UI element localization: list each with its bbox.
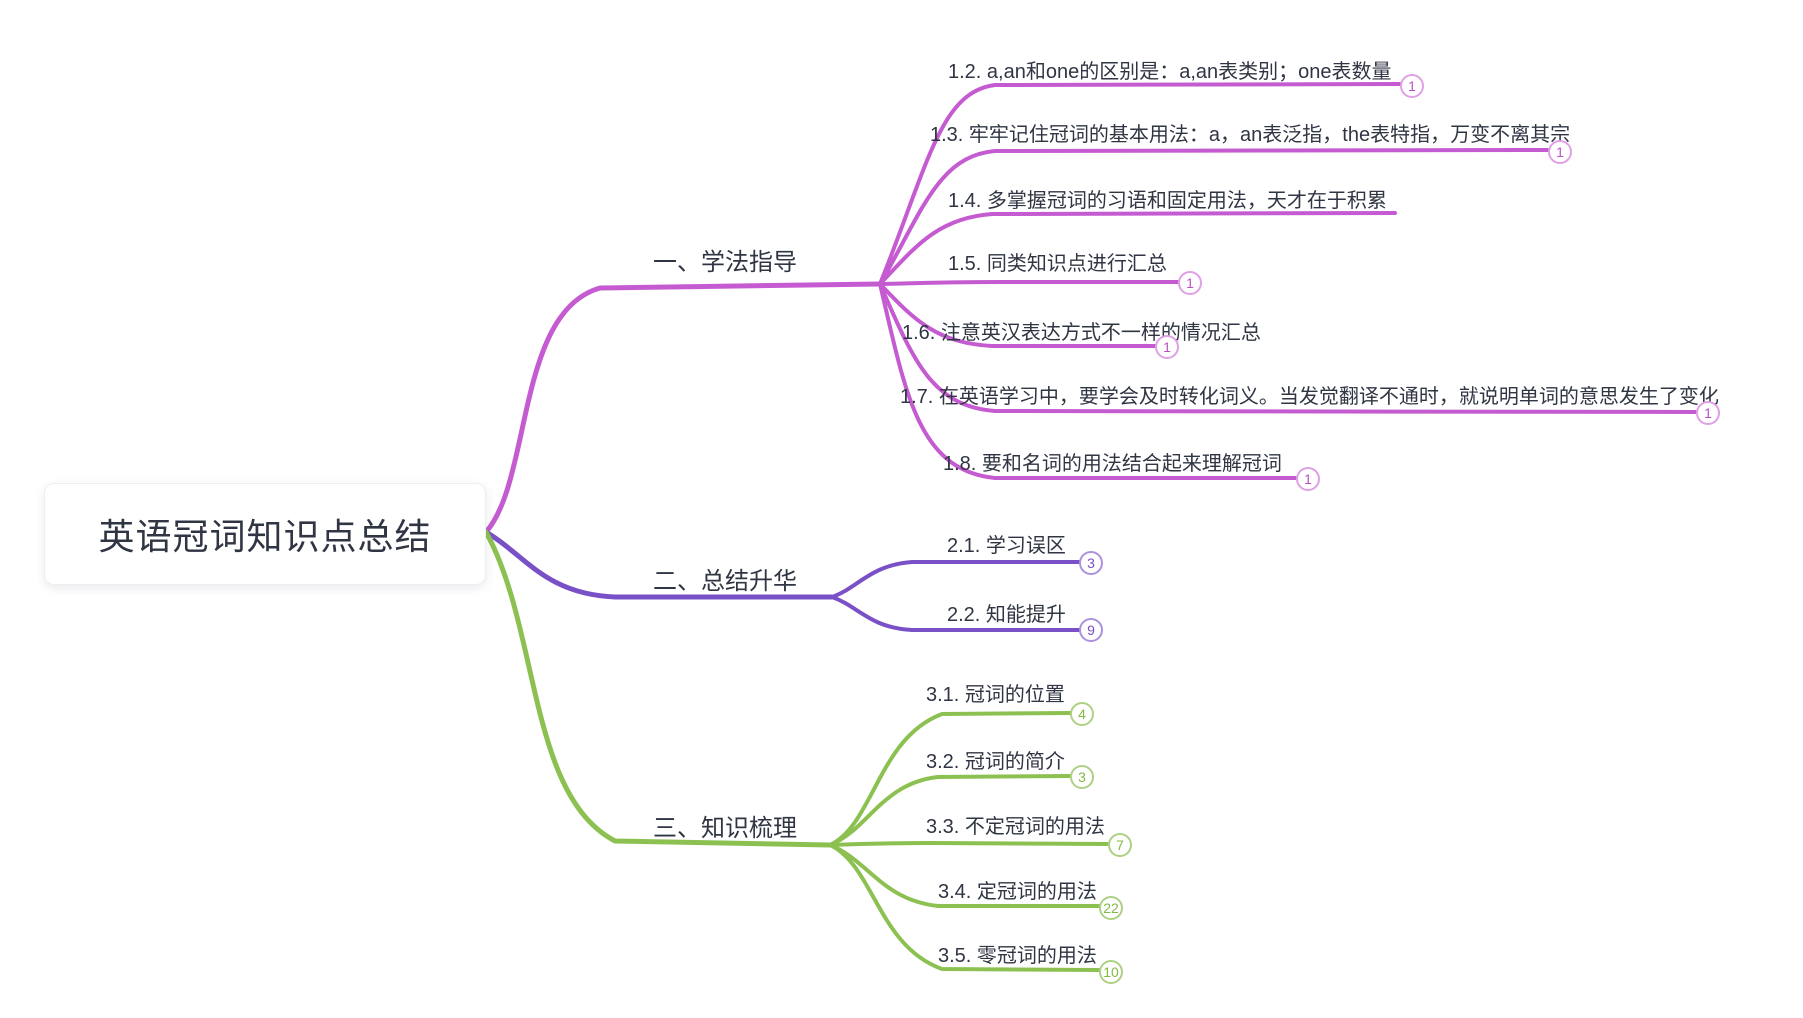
connector-item-1-3	[878, 148, 1550, 286]
connector-item-1-6	[878, 282, 1157, 348]
connector-item-1-5	[878, 280, 1180, 286]
topic-2-2[interactable]: 2.2. 知能提升	[947, 604, 1066, 626]
connector-item-3-1	[828, 711, 1072, 847]
count-badge-1-6[interactable]: 1	[1155, 335, 1179, 359]
topic-1-2[interactable]: 1.2. a,an和one的区别是：a,an表类别；one表数量	[948, 61, 1392, 83]
count-badge-1-7[interactable]: 1	[1696, 401, 1720, 425]
count-badge-3-4[interactable]: 22	[1099, 896, 1123, 920]
count-badge-3-3[interactable]: 7	[1108, 833, 1132, 857]
count-badge-1-8[interactable]: 1	[1296, 467, 1320, 491]
connector-item-3-5	[828, 843, 1101, 972]
topic-1-7[interactable]: 1.7. 在英语学习中，要学会及时转化词义。当发觉翻译不通时，就说明单词的意思发…	[900, 386, 1719, 408]
connector-item-1-2	[878, 82, 1402, 286]
branch-1-label[interactable]: 一、学法指导	[653, 249, 797, 276]
count-badge-3-2[interactable]: 3	[1070, 765, 1094, 789]
topic-1-8[interactable]: 1.8. 要和名词的用法结合起来理解冠词	[943, 453, 1282, 475]
topic-1-6[interactable]: 1.6. 注意英汉表达方式不一样的情况汇总	[902, 322, 1261, 344]
count-badge-2-2[interactable]: 9	[1079, 618, 1103, 642]
count-badge-1-5[interactable]: 1	[1178, 271, 1202, 295]
topic-3-3[interactable]: 3.3. 不定冠词的用法	[926, 816, 1105, 838]
count-badge-1-3[interactable]: 1	[1548, 140, 1572, 164]
topic-3-4[interactable]: 3.4. 定冠词的用法	[938, 881, 1097, 903]
connector-item-1-8	[878, 282, 1298, 480]
topic-3-5[interactable]: 3.5. 零冠词的用法	[938, 945, 1097, 967]
branch-2-label[interactable]: 二、总结升华	[653, 568, 797, 595]
count-badge-2-1[interactable]: 3	[1079, 551, 1103, 575]
topic-1-3[interactable]: 1.3. 牢牢记住冠词的基本用法：a，an表泛指，the表特指，万变不离其宗	[930, 124, 1571, 146]
topic-2-1[interactable]: 2.1. 学习误区	[947, 535, 1066, 557]
connector-branch-1	[483, 281, 883, 535]
topic-3-2[interactable]: 3.2. 冠词的简介	[926, 751, 1065, 773]
root-title: 英语冠词知识点总结	[98, 516, 432, 557]
connector-item-3-2	[828, 774, 1072, 847]
count-badge-1-2[interactable]: 1	[1400, 74, 1424, 98]
count-badge-3-5[interactable]: 10	[1099, 960, 1123, 984]
connector-item-3-3	[828, 841, 1110, 847]
connector-branch-3	[483, 529, 833, 848]
connector-item-2-2	[830, 595, 1081, 632]
topic-3-1[interactable]: 3.1. 冠词的位置	[926, 684, 1065, 706]
connector-branch-2	[483, 529, 835, 600]
root-node[interactable]: 英语冠词知识点总结	[44, 483, 486, 585]
connector-item-1-4	[878, 211, 1397, 286]
connector-item-2-1	[830, 560, 1081, 599]
topic-1-4[interactable]: 1.4. 多掌握冠词的习语和固定用法，天才在于积累	[948, 190, 1387, 212]
count-badge-3-1[interactable]: 4	[1070, 702, 1094, 726]
branch-3-label[interactable]: 三、知识梳理	[653, 815, 797, 842]
connector-item-1-7	[878, 282, 1698, 414]
topic-1-5[interactable]: 1.5. 同类知识点进行汇总	[948, 253, 1167, 275]
